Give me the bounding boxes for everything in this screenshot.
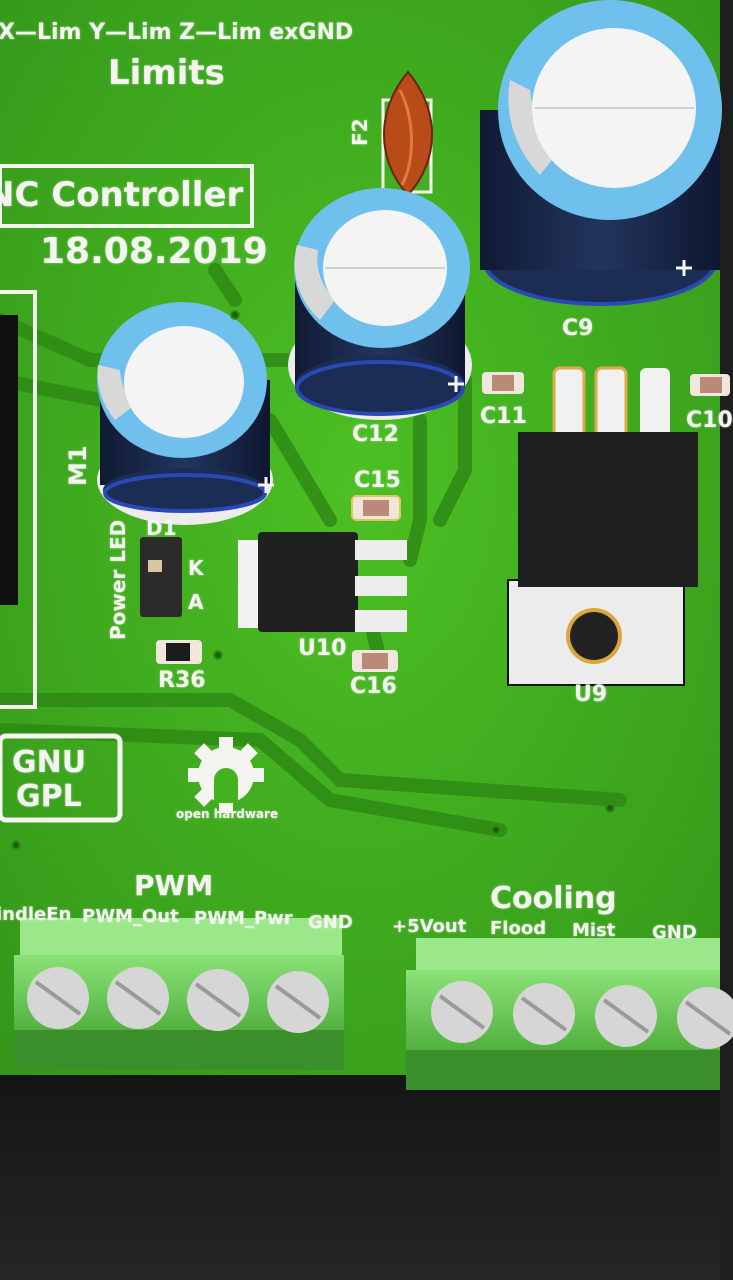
vias bbox=[11, 310, 615, 850]
cooling-pin-2-label: Flood bbox=[490, 918, 547, 939]
cooling-pin-3-label: Mist bbox=[572, 920, 616, 941]
oshw-gear-icon bbox=[188, 737, 264, 813]
c15-smd bbox=[351, 495, 401, 521]
c10-smd bbox=[690, 374, 730, 396]
gnu-text: GNU bbox=[12, 745, 87, 780]
power-capacitor bbox=[97, 302, 273, 525]
c16-smd bbox=[352, 650, 398, 672]
c15-label: C15 bbox=[354, 468, 401, 493]
cooling-pin-1-label: +5Vout bbox=[392, 916, 467, 937]
monitor-bezel bbox=[0, 1075, 720, 1280]
c9-label: C9 bbox=[562, 316, 594, 341]
gpl-text: GPL bbox=[16, 779, 82, 814]
u10-regulator bbox=[238, 532, 407, 632]
limits-title: Limits bbox=[108, 53, 225, 93]
m1-outline bbox=[0, 290, 37, 709]
limits-header-row: X—Lim Y—Lim Z—Lim exGND bbox=[0, 20, 354, 45]
c9-capacitor bbox=[480, 0, 722, 306]
m1-label: M1 bbox=[64, 445, 92, 486]
oshw-label: open hardware bbox=[176, 807, 279, 821]
gpl-box bbox=[0, 733, 123, 823]
u9-regulator bbox=[507, 366, 698, 686]
pwm-pin-4-label: GND bbox=[308, 912, 353, 933]
r36-smd bbox=[156, 640, 202, 664]
m1-body bbox=[0, 315, 18, 605]
d1-label: D1 bbox=[146, 516, 177, 540]
controller-title: NC Controller bbox=[0, 175, 244, 215]
pwm-pin-2-label: PWM_Out bbox=[82, 906, 179, 927]
r36-label: R36 bbox=[158, 668, 206, 693]
c16-label: C16 bbox=[350, 674, 397, 699]
power-led-label: Power LED bbox=[106, 519, 130, 640]
polarity-marks bbox=[258, 260, 692, 493]
d1-led bbox=[140, 537, 182, 617]
c12-capacitor bbox=[288, 188, 472, 420]
led-pin-k: K bbox=[188, 556, 204, 580]
cooling-pin-4-label: GND bbox=[652, 922, 697, 943]
controller-title-box bbox=[0, 164, 254, 228]
c10-label: C10 bbox=[686, 408, 733, 433]
led-pin-a: A bbox=[188, 590, 204, 614]
pwm-pin-3-label: PWM_Pwr bbox=[194, 908, 293, 929]
pwm-title: PWM bbox=[134, 869, 214, 902]
cooling-screws bbox=[431, 981, 733, 1049]
c11-smd bbox=[482, 372, 524, 394]
u9-label: U9 bbox=[574, 682, 608, 707]
pwm-screws bbox=[27, 967, 329, 1033]
u10-label: U10 bbox=[298, 636, 347, 661]
board-date: 18.08.2019 bbox=[40, 231, 268, 272]
copper-traces bbox=[0, 263, 627, 837]
f2-label: F2 bbox=[348, 118, 372, 146]
c12-label: C12 bbox=[352, 422, 399, 447]
cooling-title: Cooling bbox=[490, 881, 617, 916]
c11-label: C11 bbox=[480, 404, 527, 429]
pwm-pin-1-label: indleEn bbox=[0, 904, 72, 925]
